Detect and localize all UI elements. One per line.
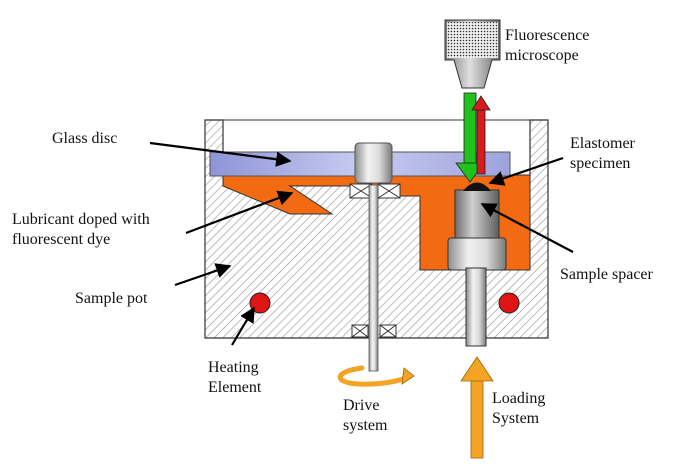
drive-shaft (368, 184, 379, 372)
disc-hub (354, 142, 393, 184)
leader-heating (231, 306, 255, 346)
lower-bearing (351, 324, 397, 338)
label-fluorescence-microscope: Fluorescence microscope (505, 27, 590, 64)
upper-bearing (349, 183, 401, 199)
loading-arrow (460, 356, 494, 459)
label-heating-element: Heating Element (208, 359, 262, 396)
label-loading-system: Loading System (492, 390, 546, 427)
label-glass-disc: Glass disc (52, 130, 118, 147)
loading-rod (465, 267, 487, 347)
spacer-base (447, 237, 507, 271)
label-lubricant: Lubricant doped with fluorescent dye (12, 211, 150, 248)
emission-arrow (471, 95, 491, 175)
label-sample-spacer: Sample spacer (560, 266, 653, 283)
label-sample-pot: Sample pot (75, 290, 148, 307)
heating-element-right (498, 292, 520, 314)
leader-lubricant (185, 190, 294, 235)
label-drive-system: Drive system (343, 397, 388, 434)
heating-element-left (249, 292, 271, 314)
leader-sample-pot (174, 263, 232, 287)
elastomer-specimen (463, 182, 491, 191)
leader-elastomer (488, 156, 564, 186)
leader-glass-disc (149, 141, 292, 167)
fluorescence-microscope (444, 19, 501, 89)
excitation-arrow (455, 92, 485, 183)
sample-spacer (454, 189, 500, 243)
label-elastomer-specimen: Elastomer specimen (570, 135, 635, 172)
drive-rotation-arrow (337, 365, 411, 387)
leader-spacer (480, 203, 574, 253)
